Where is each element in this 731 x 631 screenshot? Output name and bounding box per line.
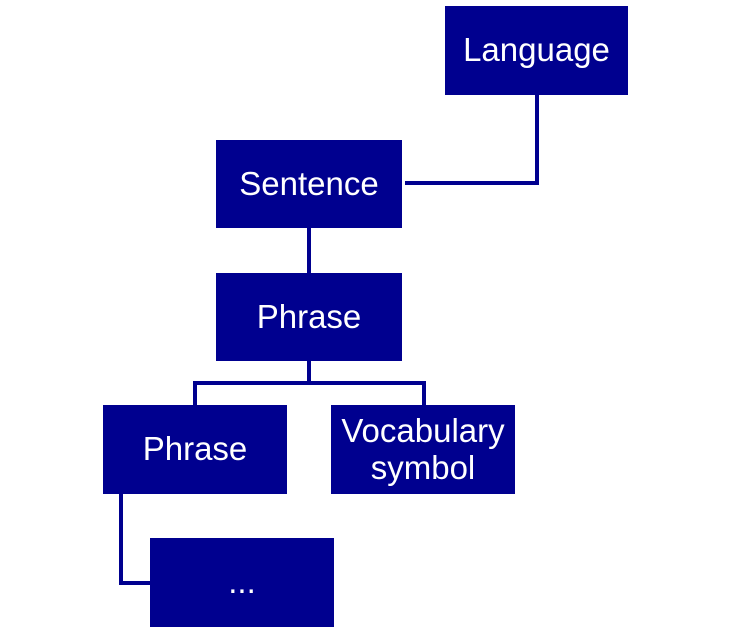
node-vocabulary-symbol: Vocabulary symbol [331,405,515,494]
connector-phrase-ellipsis [119,494,150,585]
node-phrase-child: Phrase [103,405,287,494]
connector-language-sentence [405,95,539,185]
node-language: Language [445,6,628,95]
node-phrase: Phrase [216,273,402,361]
node-sentence: Sentence [216,140,402,228]
node-ellipsis: ... [150,538,334,627]
